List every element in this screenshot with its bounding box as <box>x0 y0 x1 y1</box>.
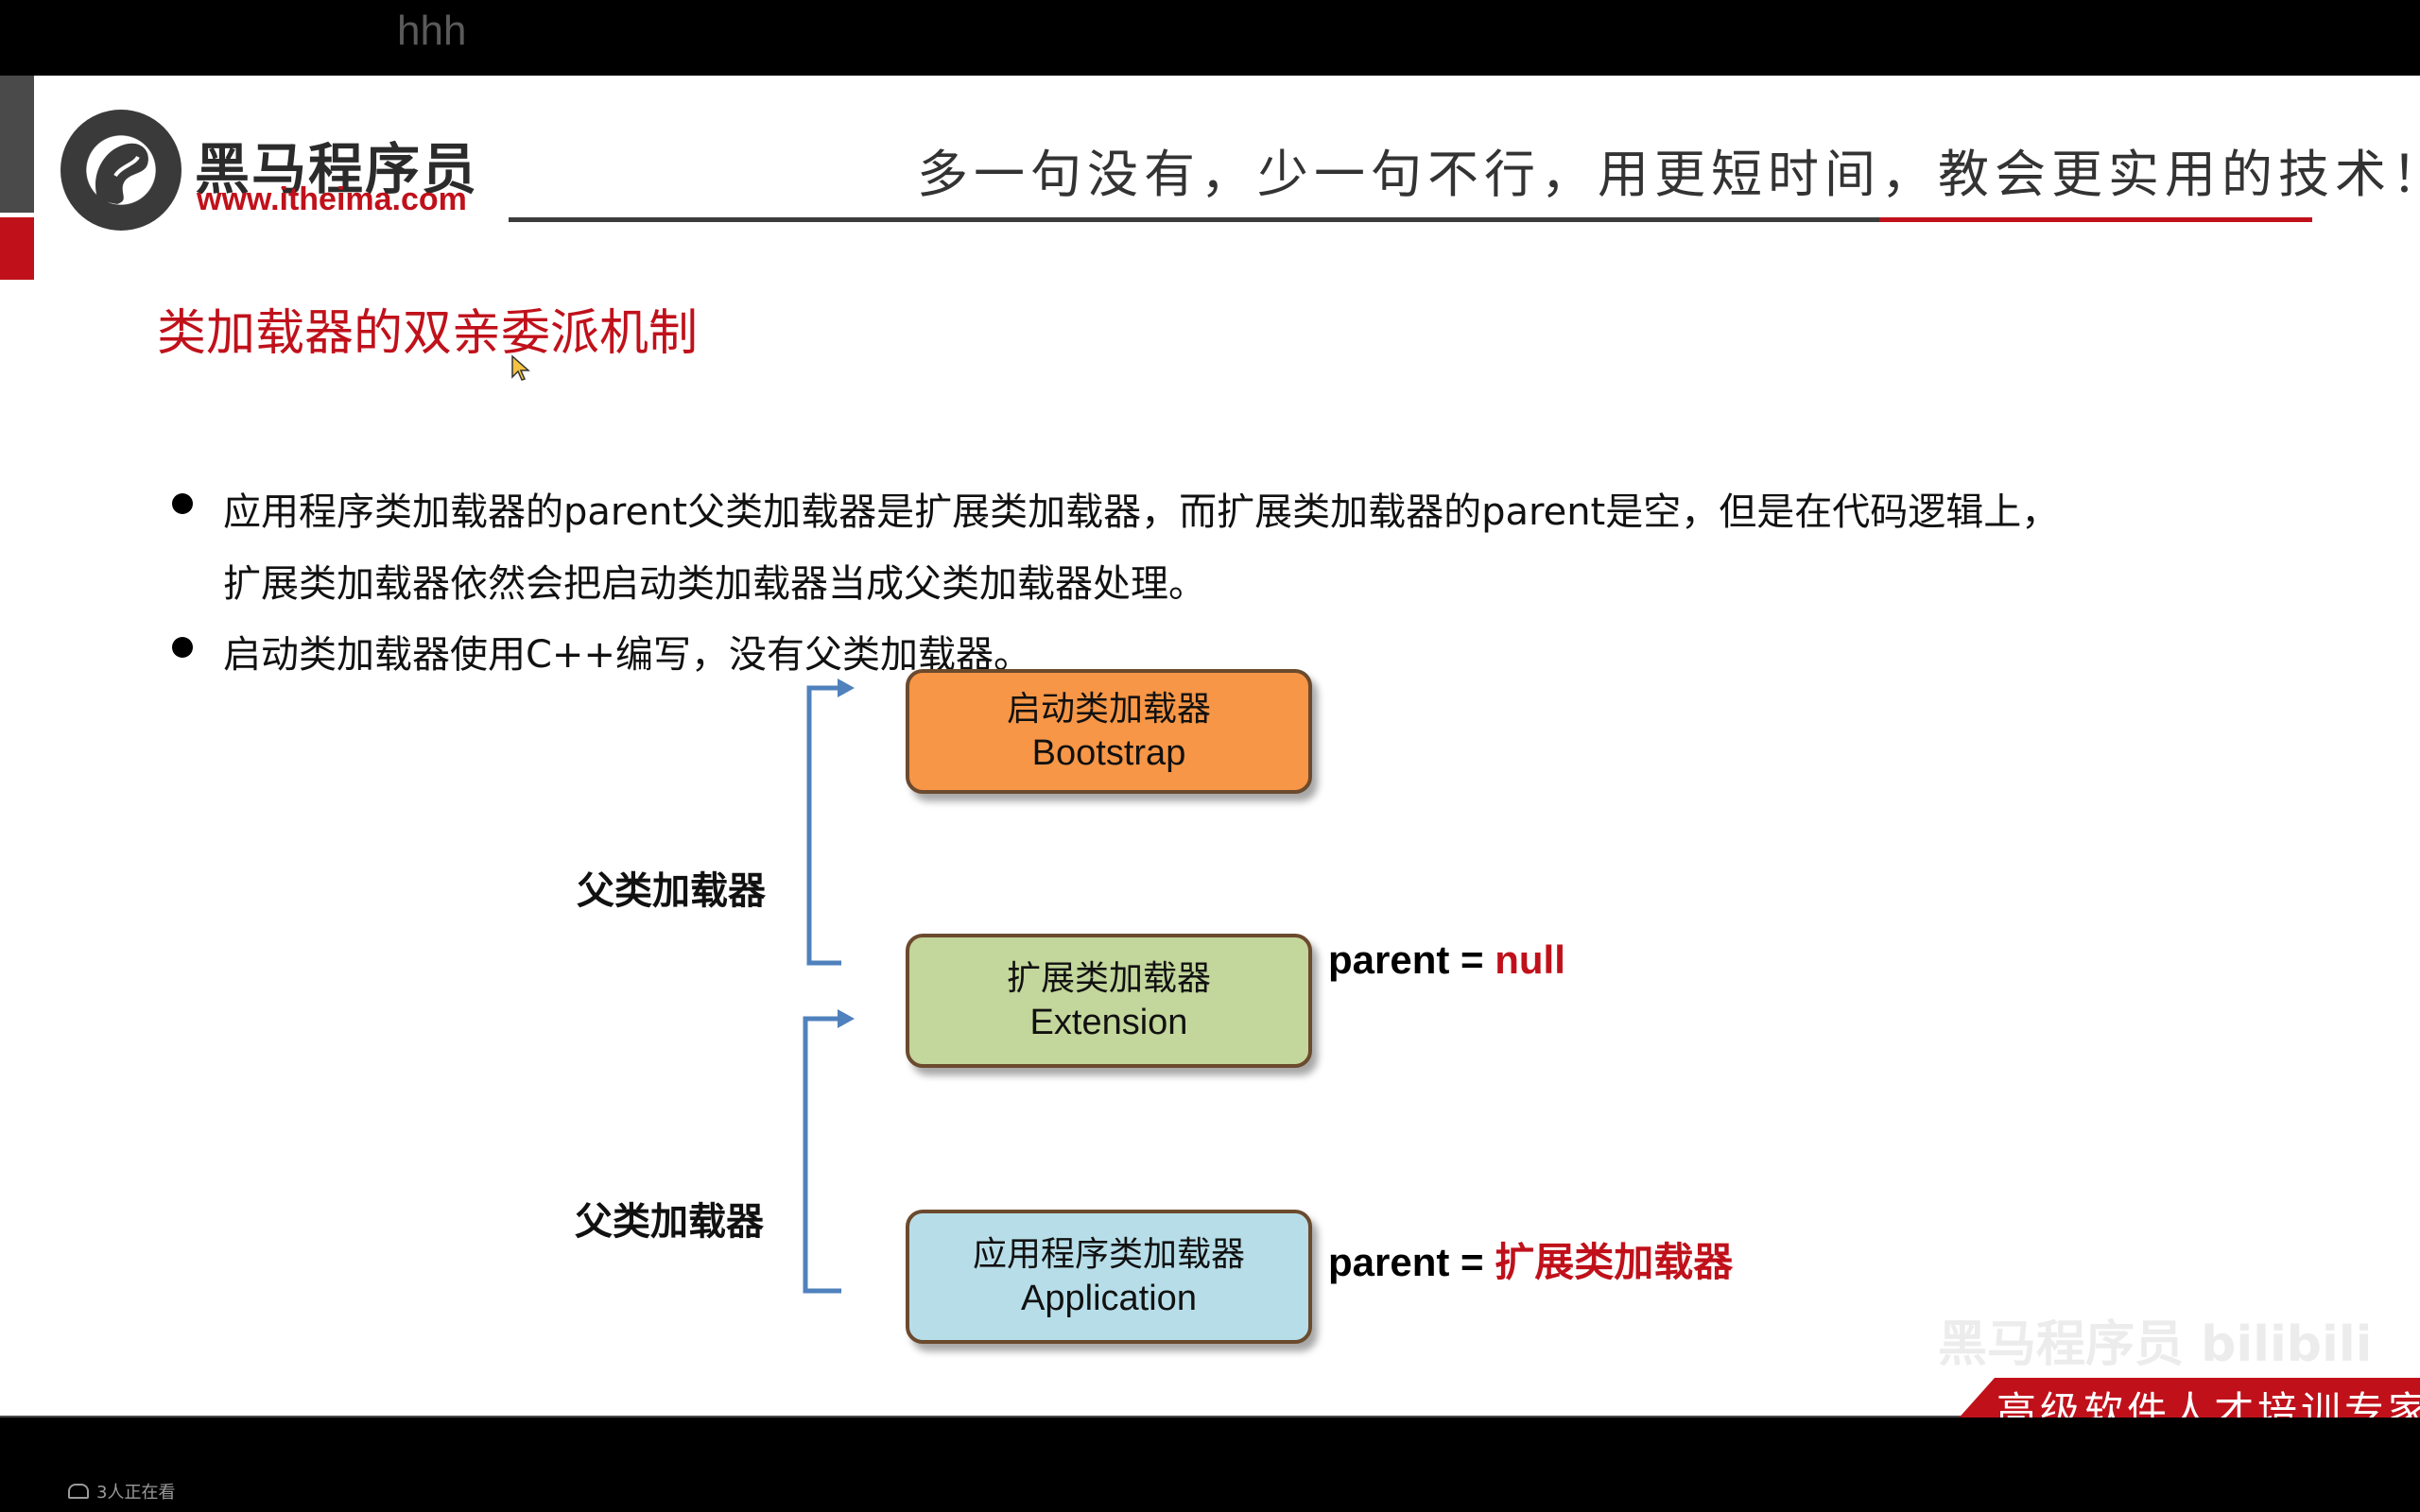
header-rule <box>509 217 1879 222</box>
box-label-cn: 扩展类加载器 <box>1006 959 1211 998</box>
viewer-count: 3人正在看 <box>68 1479 175 1503</box>
footer-tagline: 高级软件人才培训专家 <box>1996 1388 2420 1418</box>
application-parent-label: parent = 扩展类加载器 <box>1328 1230 1733 1288</box>
mouse-cursor-icon <box>511 354 530 381</box>
box-label-en: Application <box>1021 1279 1197 1318</box>
brand-url: www.itheima.com <box>197 181 467 217</box>
brand-name: 黑马程序员 <box>195 137 479 201</box>
slide-heading: 类加载器的双亲委派机制 <box>157 305 699 362</box>
arrow-head-icon <box>838 679 855 697</box>
bullet-text: 应用程序类加载器的parent父类加载器是扩展类加载器，而扩展类加载器的pare… <box>223 490 2060 606</box>
side-accent-red <box>0 217 34 280</box>
bilibili-watermark: 黑马程序员 bilibili <box>1938 1316 2373 1373</box>
side-accent-grey <box>0 76 34 213</box>
video-top-bar: hhh <box>0 0 2420 76</box>
bracket-label-top: 父类加载器 <box>577 869 766 913</box>
footer-bar <box>0 1416 2420 1418</box>
box-label-en: Bootstrap <box>1031 733 1186 773</box>
bracket-top <box>806 685 841 966</box>
extension-parent-label: parent = null <box>1328 937 1565 983</box>
bootstrap-loader-box: 启动类加载器 Bootstrap <box>906 669 1312 794</box>
slide: 黑马程序员 www.itheima.com 多一句没有，少一句不行，用更短时间，… <box>0 76 2420 1418</box>
extension-loader-box: 扩展类加载器 Extension <box>906 934 1312 1068</box>
parent-value: 扩展类加载器 <box>1495 1240 1734 1284</box>
box-label-cn: 应用程序类加载器 <box>972 1235 1245 1274</box>
application-loader-box: 应用程序类加载器 Application <box>906 1210 1312 1344</box>
arrow-head-icon <box>838 1009 855 1028</box>
video-title: hhh <box>397 8 467 54</box>
viewer-count-text: 3人正在看 <box>96 1483 176 1503</box>
itheima-logo-icon <box>60 110 182 231</box>
header-rule-accent <box>1879 217 2312 222</box>
bullet-text: 启动类加载器使用C++编写，没有父类加载器。 <box>223 633 1031 677</box>
parent-prefix: parent = <box>1328 1240 1495 1284</box>
slogan: 多一句没有，少一句不行，用更短时间，教会更实用的技术！ <box>917 145 2420 204</box>
bracket-bottom <box>803 1016 841 1294</box>
box-label-cn: 启动类加载器 <box>1006 690 1211 729</box>
parent-prefix: parent = <box>1328 937 1495 982</box>
parent-brackets <box>803 679 855 1294</box>
box-label-en: Extension <box>1029 1003 1188 1042</box>
parent-value: null <box>1495 937 1565 982</box>
bullet-dot <box>172 637 193 658</box>
bracket-label-bottom: 父类加载器 <box>575 1200 764 1244</box>
footer-accent <box>1947 1378 2420 1418</box>
video-bottom-bar <box>0 1418 2420 1512</box>
bullet-dot <box>172 493 193 514</box>
viewer-icon <box>68 1484 89 1499</box>
